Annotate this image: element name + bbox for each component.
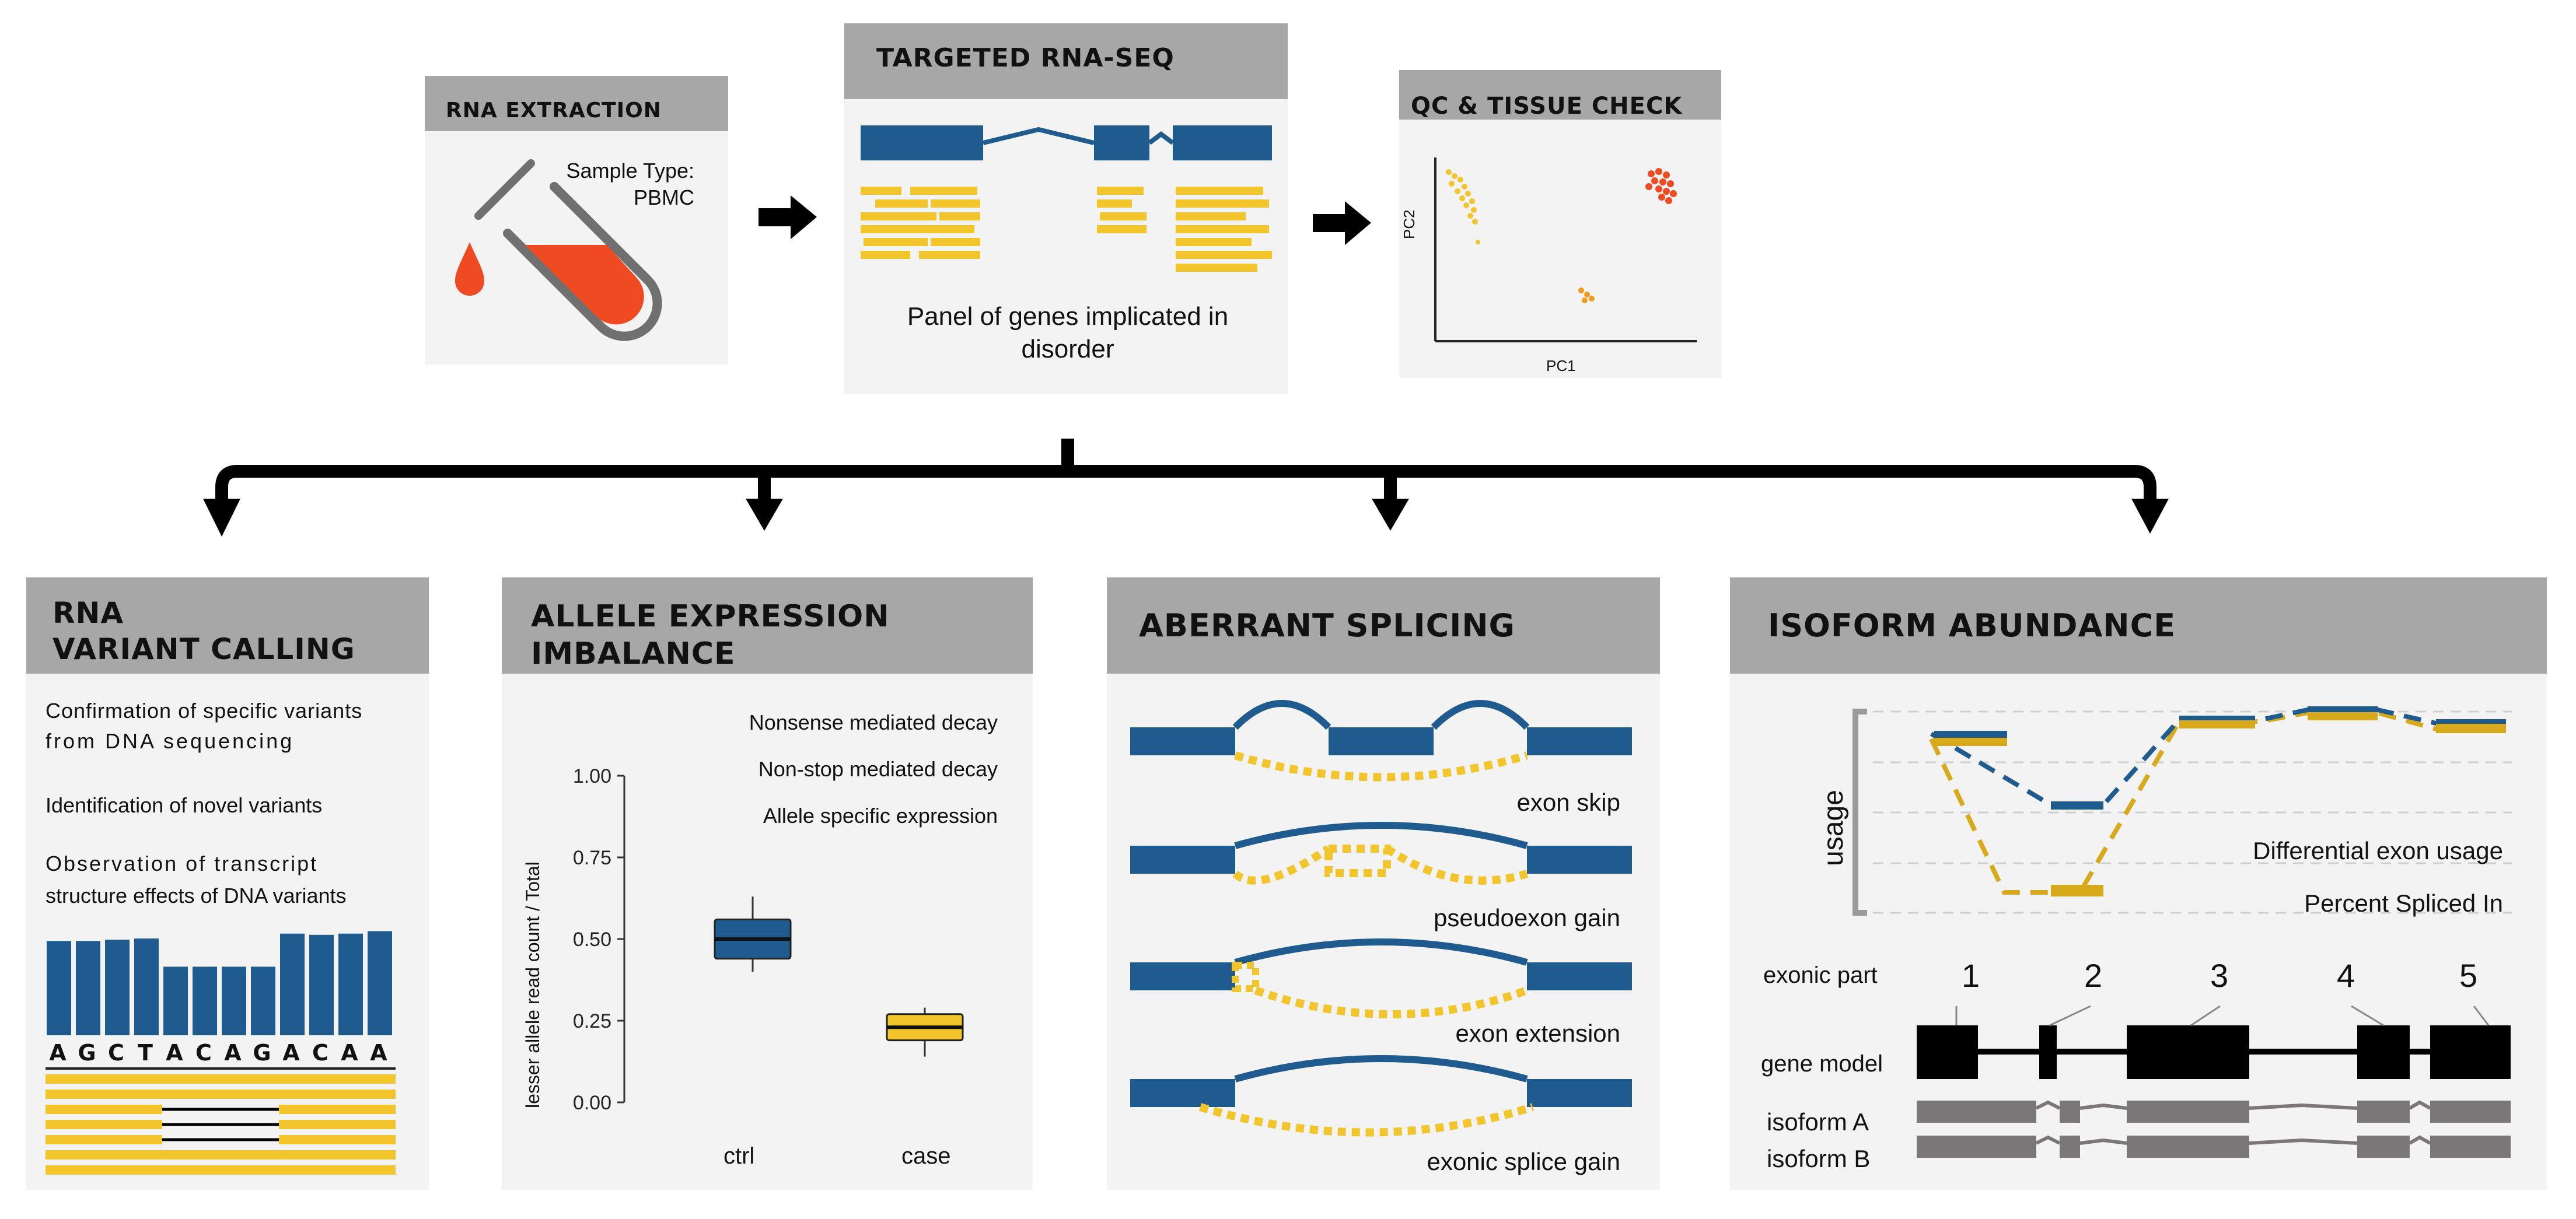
y-tick-label: 0.75 bbox=[573, 847, 611, 869]
qc-panel bbox=[1399, 70, 1721, 378]
qc-header: QC & TISSUE CHECK bbox=[1399, 70, 1721, 120]
isoform-a-label: isoform A bbox=[1767, 1108, 1869, 1136]
exonic-part-4: 4 bbox=[2337, 957, 2355, 994]
sequence-base: C bbox=[108, 1040, 124, 1066]
variant-calling-panel bbox=[26, 577, 429, 1190]
coverage-bar bbox=[368, 931, 392, 1035]
qc-xlabel: PC1 bbox=[1546, 357, 1576, 374]
isoform-deu-label: Differential exon usage bbox=[2253, 837, 2503, 864]
sequence-base: A bbox=[49, 1040, 67, 1066]
isoform-panel bbox=[1730, 577, 2547, 1190]
isoform-exonic-part-label: exonic part bbox=[1763, 962, 1878, 988]
isoform-usage-label: usage bbox=[1818, 790, 1849, 866]
coverage-bar bbox=[163, 966, 188, 1035]
sequence-base: A bbox=[166, 1040, 183, 1066]
coverage-bar bbox=[280, 933, 305, 1035]
exonic-part-3: 3 bbox=[2210, 957, 2229, 994]
coverage-bar bbox=[76, 941, 100, 1035]
coverage-bar bbox=[251, 966, 275, 1035]
variant-text3-line1: Observation of transcript bbox=[46, 852, 319, 875]
read-bar bbox=[46, 1165, 396, 1175]
y-tick-label: 0.50 bbox=[573, 929, 611, 951]
allele-title-line2: IMBALANCE bbox=[531, 636, 736, 671]
right-arrow-icon bbox=[759, 195, 817, 239]
isoform-usage-graphic bbox=[1853, 706, 2512, 1158]
sequence-base: A bbox=[224, 1040, 242, 1066]
read-bar bbox=[46, 1090, 396, 1099]
isoform-gene-model-label: gene model bbox=[1761, 1051, 1883, 1077]
rna-extraction-header: RNA EXTRACTION bbox=[425, 76, 728, 131]
allele-ylabel: lesser allele read count / Total bbox=[522, 861, 543, 1108]
variant-calling-title-line2: VARIANT CALLING bbox=[53, 632, 355, 666]
pca-scatter-plot bbox=[1434, 157, 1697, 342]
read-bar bbox=[46, 1150, 396, 1160]
exonic-part-1: 1 bbox=[1962, 957, 1980, 994]
coverage-bar bbox=[134, 938, 159, 1035]
sequence-base: T bbox=[138, 1040, 153, 1066]
sequence-base: G bbox=[253, 1040, 271, 1066]
isoform-psi-label: Percent Spliced In bbox=[2304, 889, 2503, 917]
coverage-bar bbox=[338, 933, 363, 1035]
splicing-label-pseudoexon: pseudoexon gain bbox=[1434, 904, 1620, 931]
allele-panel bbox=[502, 577, 1033, 1190]
variant-text1-line1: Confirmation of specific variants bbox=[46, 699, 363, 723]
allele-title-line1: ALLELE EXPRESSION bbox=[531, 599, 890, 634]
allele-legend-nsd: Non-stop mediated decay bbox=[758, 757, 998, 781]
allele-legend-ase: Allele specific expression bbox=[763, 804, 998, 828]
variant-calling-header: RNA VARIANT CALLING bbox=[26, 577, 429, 674]
read-alignment-graphic bbox=[861, 125, 1272, 272]
y-tick-label: 0.25 bbox=[573, 1010, 611, 1032]
coverage-bar bbox=[222, 966, 246, 1035]
coverage-bar bbox=[105, 940, 130, 1035]
targeted-rna-seq-header: TARGETED RNA-SEQ bbox=[844, 23, 1288, 99]
allele-legend-nmd: Nonsense mediated decay bbox=[749, 710, 998, 734]
variant-text1-line2: from DNA sequencing bbox=[46, 729, 295, 753]
splicing-header: ABERRANT SPLICING bbox=[1107, 577, 1660, 674]
coverage-bar bbox=[309, 934, 334, 1035]
sample-type-label: Sample Type: bbox=[566, 159, 694, 183]
sequence-base: C bbox=[312, 1040, 328, 1066]
sequence-base: G bbox=[78, 1040, 96, 1066]
isoform-b-label: isoform B bbox=[1767, 1145, 1871, 1172]
coverage-bar bbox=[47, 941, 71, 1035]
allele-cat-case: case bbox=[901, 1143, 951, 1169]
sequence-base: A bbox=[370, 1040, 387, 1066]
variant-text2: Identification of novel variants bbox=[46, 793, 323, 817]
y-tick-label: 1.00 bbox=[573, 765, 611, 787]
allele-header: ALLELE EXPRESSION IMBALANCE bbox=[502, 577, 1033, 674]
sequence-base: A bbox=[282, 1040, 300, 1066]
variant-calling-title-line1: RNA bbox=[53, 596, 124, 630]
allele-box-plot: 1.00 0.75 0.50 0.25 0.00 bbox=[573, 765, 964, 1114]
isoform-header: ISOFORM ABUNDANCE bbox=[1730, 577, 2547, 674]
right-arrow-icon bbox=[1313, 201, 1371, 245]
splicing-label-exonic-splice-gain: exonic splice gain bbox=[1427, 1148, 1620, 1175]
coverage-bar bbox=[193, 966, 217, 1035]
sequence-base: C bbox=[195, 1040, 212, 1066]
y-tick-label: 0.00 bbox=[573, 1092, 611, 1114]
splicing-label-exon-extension: exon extension bbox=[1455, 1020, 1620, 1047]
splicing-label-exon-skip: exon skip bbox=[1516, 789, 1620, 816]
exonic-part-5: 5 bbox=[2459, 957, 2478, 994]
exonic-part-2: 2 bbox=[2084, 957, 2103, 994]
test-tube-icon bbox=[455, 159, 662, 341]
targeted-caption: Panel of genes implicated in disorder bbox=[907, 302, 1229, 363]
sequence-base: A bbox=[341, 1040, 358, 1066]
splicing-diagrams bbox=[1130, 700, 1632, 1137]
sample-type-value: PBMC bbox=[633, 185, 694, 209]
read-bar bbox=[46, 1074, 396, 1084]
allele-cat-ctrl: ctrl bbox=[723, 1143, 755, 1169]
variant-text3-line2: structure effects of DNA variants bbox=[46, 884, 347, 908]
